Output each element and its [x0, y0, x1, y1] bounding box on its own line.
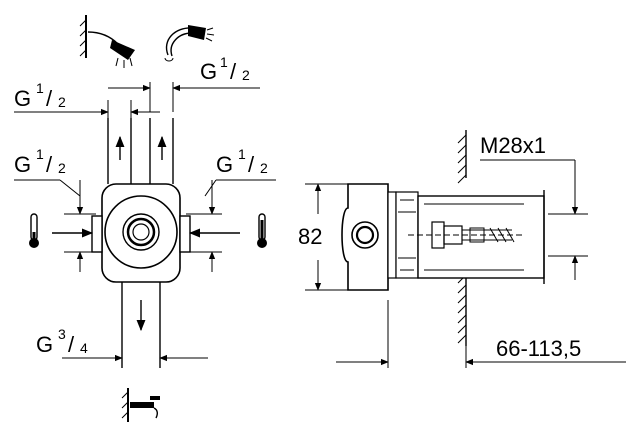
top-outlet-label-num: 1: [220, 54, 228, 70]
wall-section: [457, 130, 467, 346]
dim-thread: M28x1: [480, 133, 588, 280]
thermometer-hot-icon: [257, 213, 267, 248]
top-outlet-label-slash: /: [230, 59, 237, 84]
top-inlet-label-main: G: [14, 86, 31, 111]
lower-outlet: G 3 / 4: [36, 282, 208, 368]
left-inlet-label-main: G: [14, 152, 31, 177]
right-inlet-label-num: 1: [238, 146, 246, 162]
mixer-body: [91, 183, 191, 283]
thermometer-cold-icon: [29, 213, 39, 248]
right-inlet-label-slash: /: [248, 152, 255, 177]
right-inlet-label-main: G: [216, 152, 233, 177]
height-label: 82: [298, 224, 322, 249]
dim-top-outlet: G 1 / 2: [108, 54, 260, 112]
left-inlet-label-num: 1: [36, 146, 44, 162]
bottom-outlet-label-den: 4: [80, 340, 88, 356]
bottom-outlet-label-main: G: [36, 332, 53, 357]
top-outlet-label-main: G: [200, 59, 217, 84]
valve-body: [341, 183, 545, 291]
hand-shower-icon: [164, 25, 215, 62]
dim-height: 82: [298, 183, 348, 291]
bottom-outlet-label-num: 3: [58, 326, 66, 342]
top-inlet-label-slash: /: [46, 86, 53, 111]
top-outlet-label-den: 2: [242, 67, 250, 83]
thread-label: M28x1: [480, 133, 546, 158]
dim-depth: 66-113,5: [336, 300, 626, 368]
front-view: G 1 / 2 G 1 / 2: [14, 15, 276, 422]
left-inlet-label-den: 2: [58, 160, 66, 176]
left-inlet-label-slash: /: [46, 152, 53, 177]
top-inlet-label-num: 1: [36, 80, 44, 96]
dim-left-inlet: G 1 / 2: [14, 146, 96, 272]
side-view: 82 M28x1 66-113,5: [298, 130, 626, 368]
right-inlet-label-den: 2: [260, 160, 268, 176]
bottom-outlet-label-slash: /: [68, 332, 75, 357]
top-inlet-label-den: 2: [58, 94, 66, 110]
upper-outlet-pipes: [107, 118, 174, 184]
dim-right-inlet: G 1 / 2: [186, 146, 276, 272]
bath-spout-icon: [121, 388, 160, 422]
dim-top-inlet: G 1 / 2: [14, 80, 160, 118]
depth-label: 66-113,5: [496, 336, 581, 361]
wall-shower-head-icon: [79, 15, 135, 68]
